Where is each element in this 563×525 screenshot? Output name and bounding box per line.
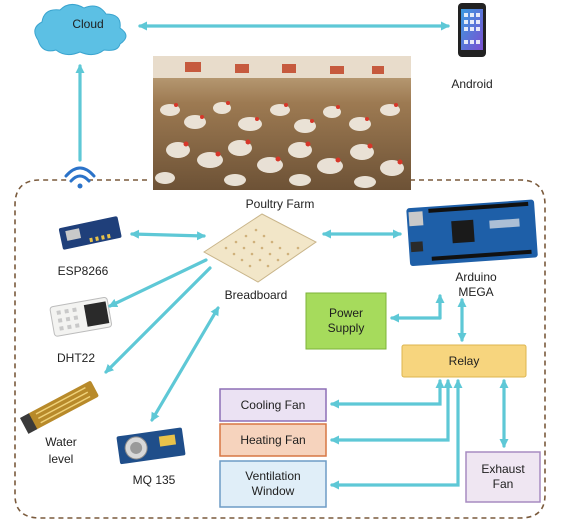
arrow-relay-ventilation bbox=[330, 379, 463, 490]
relay-box bbox=[401, 344, 527, 378]
relay-label: Relay bbox=[448, 353, 480, 368]
heating-fan-box bbox=[219, 423, 327, 457]
system-boundary bbox=[14, 179, 546, 519]
water-level-sensor-icon bbox=[19, 381, 99, 434]
power-supply-label: Power Supply bbox=[327, 306, 365, 335]
cooling-fan-label: Cooling Fan bbox=[240, 397, 306, 412]
poultry-farm-label: Poultry Farm bbox=[245, 197, 315, 211]
cooling-fan-box bbox=[219, 388, 327, 422]
arrow-breadboard-mq135 bbox=[150, 306, 220, 422]
wifi-icon bbox=[64, 166, 96, 189]
dht22-label: DHT22 bbox=[56, 351, 95, 365]
exhaust-fan-label: Exhaust Fan bbox=[481, 462, 525, 491]
mq135-label: MQ 135 bbox=[132, 473, 176, 487]
ventilation-window-label: Ventilation Window bbox=[245, 469, 301, 498]
android-phone-icon bbox=[458, 3, 486, 57]
arduino-label: Arduino MEGA bbox=[455, 270, 497, 299]
arduino-mega-icon bbox=[406, 199, 538, 267]
ventilation-window-box bbox=[219, 460, 327, 508]
poultry-farm-photo bbox=[153, 56, 411, 190]
android-label: Android bbox=[451, 77, 493, 91]
water-level-label: Water level bbox=[45, 435, 77, 466]
esp8266-module-icon bbox=[58, 216, 122, 250]
arrow-relay-heating bbox=[330, 379, 453, 445]
cloud-label: Cloud bbox=[72, 17, 104, 31]
mq135-sensor-icon bbox=[116, 427, 186, 465]
exhaust-fan-box bbox=[465, 451, 541, 503]
breadboard-label: Breadboard bbox=[224, 288, 288, 302]
arrow-esp-breadboard bbox=[130, 229, 206, 241]
heating-fan-label: Heating Fan bbox=[240, 432, 306, 447]
arrow-relay-cooling bbox=[330, 379, 445, 409]
breadboard-icon bbox=[203, 213, 317, 283]
cloud-icon bbox=[34, 4, 127, 56]
dht22-sensor-icon bbox=[49, 297, 112, 337]
power-supply-box bbox=[305, 292, 387, 350]
arrow-breadboard-dht22 bbox=[108, 258, 208, 308]
esp8266-label: ESP8266 bbox=[57, 264, 109, 278]
